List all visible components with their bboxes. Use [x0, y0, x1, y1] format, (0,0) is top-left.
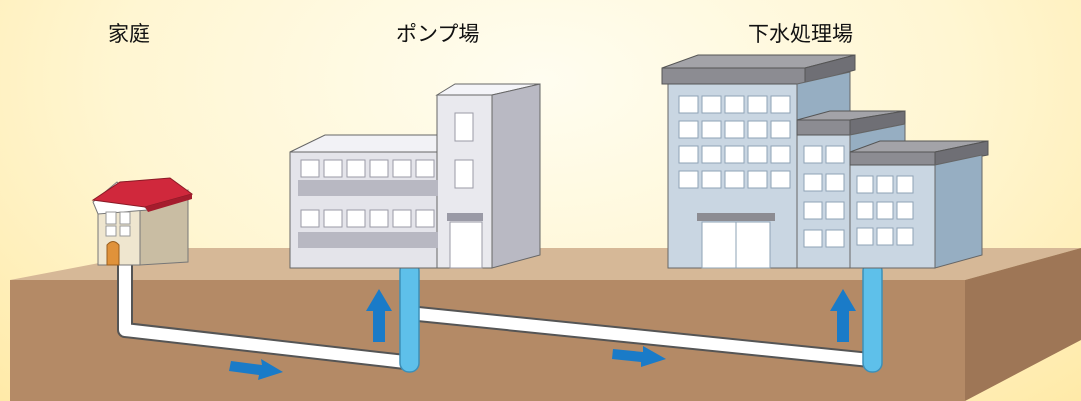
pump-vertical-pipe: [399, 261, 420, 373]
sewer-pipes: [117, 247, 878, 370]
plant-vertical-pipe: [862, 261, 883, 373]
label-pump-station: ポンプ場: [396, 22, 480, 46]
pump-station-icon: [289, 83, 541, 269]
flow-arrow-icon: [366, 289, 392, 342]
flow-arrow-icon: [229, 359, 283, 380]
label-treatment-plant: 下水処理場: [748, 22, 853, 46]
flow-arrow-icon: [830, 289, 856, 342]
label-house: 家庭: [108, 22, 150, 46]
house-icon: [91, 177, 194, 266]
flow-arrow-icon: [612, 346, 666, 367]
treatment-plant-icon: [661, 54, 989, 269]
